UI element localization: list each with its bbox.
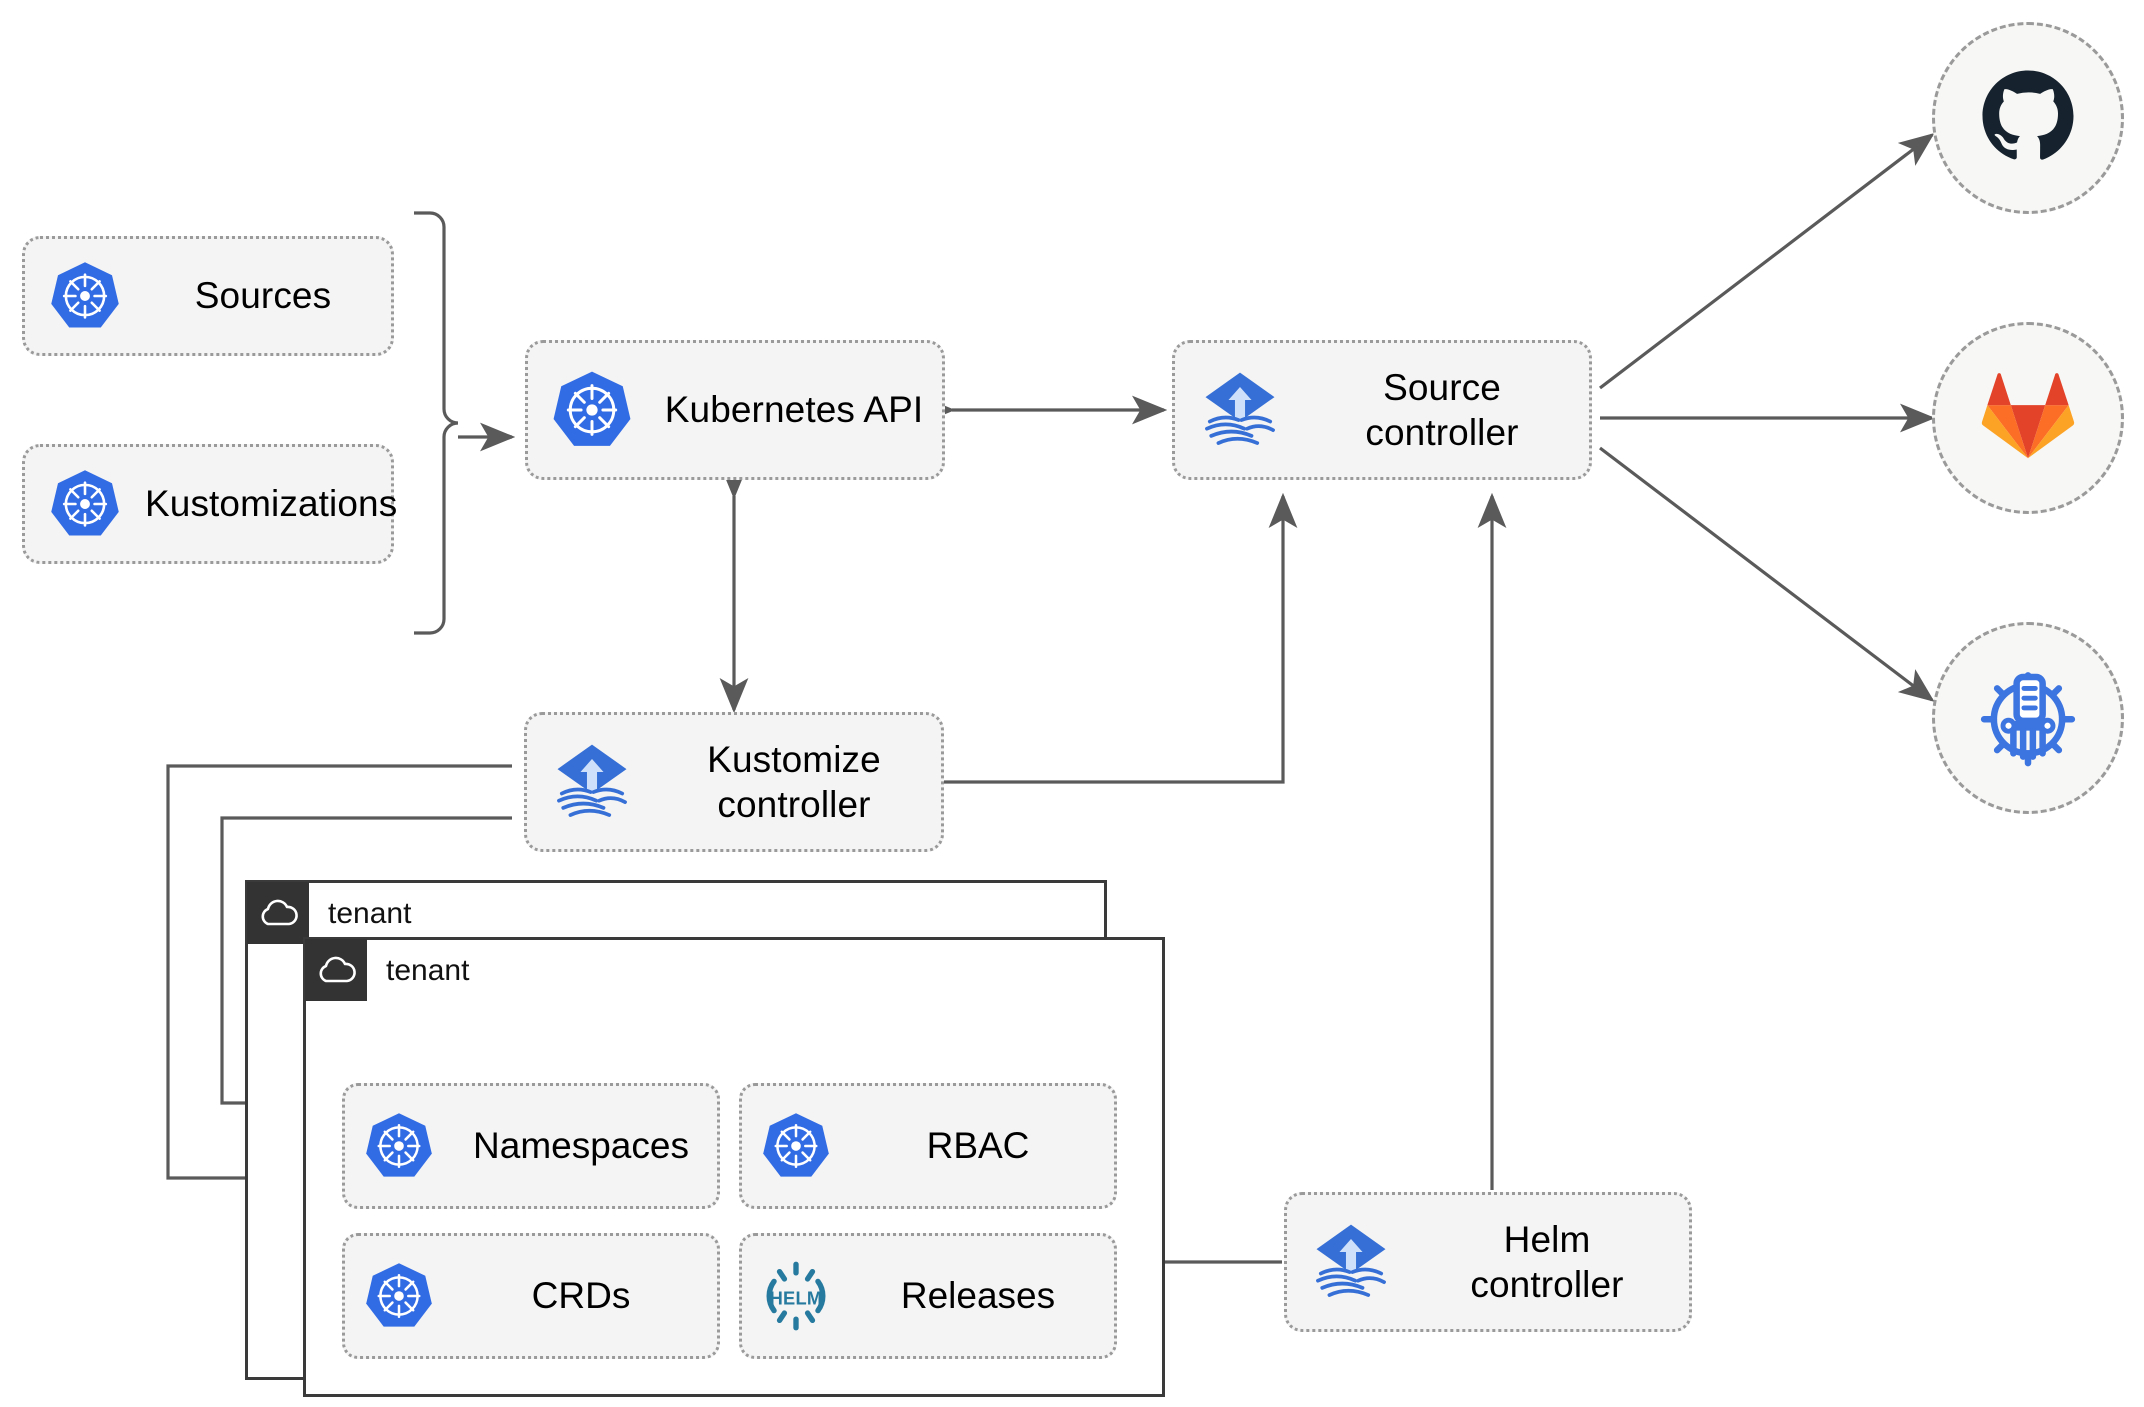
resource-label: CRDs — [531, 1275, 631, 1316]
flux-icon — [1287, 1216, 1415, 1308]
node-label: Sources — [194, 275, 332, 317]
resource-crds[interactable]: CRDs — [342, 1233, 720, 1359]
node-kustomize-controller[interactable]: Kustomize controller — [524, 712, 944, 852]
node-kustomizations[interactable]: Kustomizations — [22, 444, 397, 564]
svg-text:HELM: HELM — [770, 1288, 823, 1309]
kubernetes-icon — [742, 1111, 850, 1181]
input-bracket — [414, 211, 459, 635]
tenant-panel-front[interactable]: tenant Namespaces — [303, 937, 1165, 1397]
node-source-controller[interactable]: Source controller — [1172, 340, 1592, 480]
node-label: Kustomizations — [145, 483, 398, 525]
flux-icon — [527, 736, 657, 828]
resource-label: Namespaces — [473, 1125, 689, 1166]
resource-rbac[interactable]: RBAC — [739, 1083, 1117, 1209]
kubernetes-icon — [528, 369, 656, 451]
kubernetes-icon — [25, 468, 145, 540]
cloud-icon — [305, 939, 367, 1001]
edge-source-to-github — [1599, 133, 1935, 390]
tenant-label: tenant — [328, 897, 412, 930]
node-label: Source controller — [1365, 366, 1519, 453]
node-sources[interactable]: Sources — [22, 236, 394, 356]
external-bucket[interactable] — [1932, 622, 2124, 814]
flux-icon — [1175, 364, 1305, 456]
resource-releases[interactable]: HELM Releases — [739, 1233, 1117, 1359]
kubernetes-icon — [345, 1111, 453, 1181]
edge-kustomize-to-source — [944, 492, 1298, 784]
external-gitlab[interactable] — [1932, 322, 2124, 514]
gitlab-icon — [1978, 368, 2078, 469]
github-icon — [1976, 64, 2080, 173]
kubernetes-icon — [345, 1261, 453, 1331]
resource-namespaces[interactable]: Namespaces — [342, 1083, 720, 1209]
helm-icon: HELM — [742, 1257, 850, 1335]
resource-label: RBAC — [926, 1125, 1030, 1166]
external-github[interactable] — [1932, 22, 2124, 214]
node-helm-controller[interactable]: Helm controller — [1284, 1192, 1692, 1332]
node-label: Kustomize controller — [707, 738, 881, 825]
cloud-icon — [247, 882, 309, 944]
node-label: Helm controller — [1470, 1218, 1624, 1305]
node-kubernetes-api[interactable]: Kubernetes API — [525, 340, 945, 480]
bucket-icon — [1976, 664, 2080, 773]
resource-label: Releases — [900, 1275, 1056, 1316]
node-label: Kubernetes API — [664, 389, 924, 431]
tenant-label: tenant — [386, 954, 470, 987]
kubernetes-icon — [25, 260, 145, 332]
edge-source-to-bucket — [1599, 446, 1935, 702]
